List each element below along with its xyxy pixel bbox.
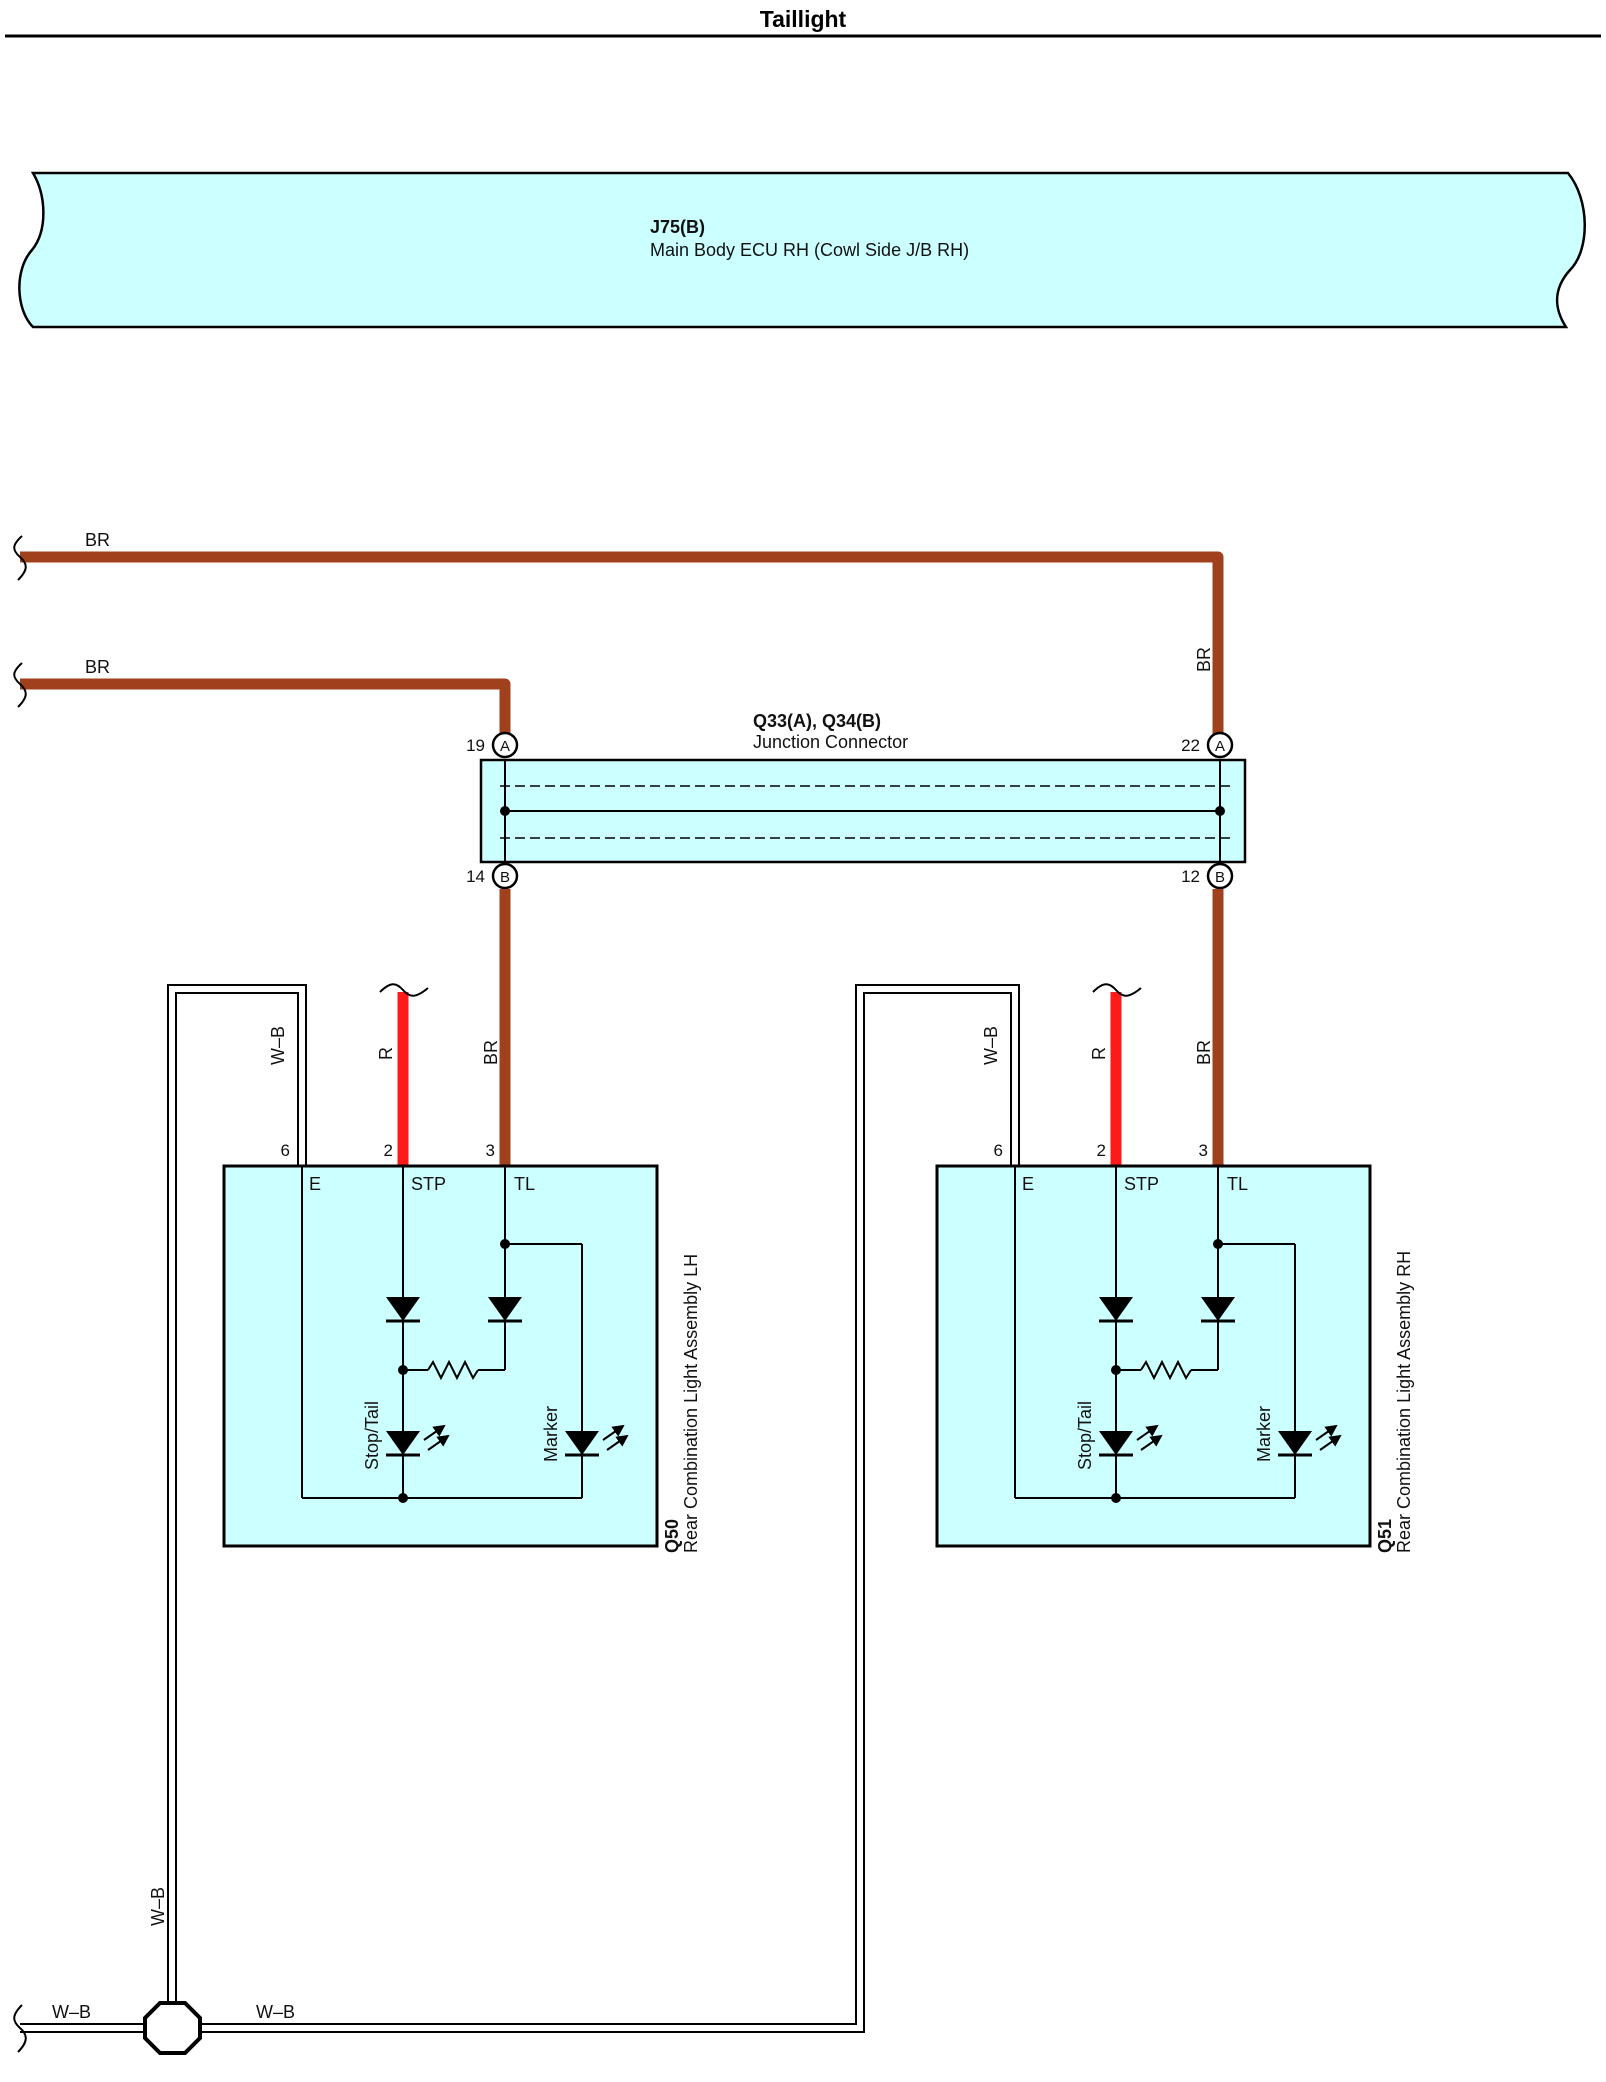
diode-icon (488, 1297, 522, 1323)
terminal-label-tl: TL (1227, 1174, 1248, 1194)
pin-number: 19 (466, 736, 485, 755)
ecu-code: J75(B) (650, 217, 705, 237)
wire-label-br: BR (1194, 1040, 1214, 1065)
junction-dot (398, 1493, 408, 1503)
junction-pin-14: B 14 (466, 862, 519, 890)
wire-break-icon (13, 2004, 27, 2053)
lamp-label-marker: Marker (541, 1406, 561, 1462)
pin-number: 2 (1097, 1141, 1106, 1160)
light-name: Rear Combination Light Assembly RH (1394, 1251, 1414, 1553)
lamp-label-marker: Marker (1254, 1406, 1274, 1462)
pin-number: 3 (1199, 1141, 1208, 1160)
light-assembly-box (222, 1164, 659, 1548)
marker-led-icon (565, 1424, 629, 1457)
lamp-label-stop-tail: Stop/Tail (362, 1401, 382, 1470)
connector-pin-icon (1206, 862, 1234, 890)
br-wire-to-lh[interactable]: BR (481, 889, 511, 1166)
pin-number: 3 (486, 1141, 495, 1160)
ecu-name: Main Body ECU RH (Cowl Side J/B RH) (650, 240, 969, 260)
junction-pin-19: A 19 (466, 731, 519, 759)
light-code: Q50 (662, 1519, 682, 1553)
light-assembly-box (935, 1164, 1372, 1548)
pin-number: 2 (384, 1141, 393, 1160)
pin-number: 22 (1181, 736, 1200, 755)
br-wire-to-rh[interactable]: BR (1194, 889, 1224, 1166)
light-code: Q51 (1375, 1519, 1395, 1553)
wb-ground-wire[interactable]: W–B W–B W–B W–B W–B (13, 984, 1020, 2055)
ecu-box[interactable]: J75(B) Main Body ECU RH (Cowl Side J/B R… (18, 171, 1586, 329)
wire-label-r: R (376, 1047, 396, 1060)
wire-label-wb: W–B (148, 1887, 168, 1926)
pin-number: 12 (1181, 867, 1200, 886)
stop-tail-led-icon (1099, 1424, 1163, 1457)
r-wire-lh[interactable]: R (376, 983, 429, 1166)
junction-dot (398, 1365, 408, 1375)
pin-number: 14 (466, 867, 485, 886)
light-name: Rear Combination Light Assembly LH (681, 1254, 701, 1553)
br-wire-lower-path (20, 678, 511, 744)
wb-wire-fill (20, 986, 1018, 2031)
lamp-label-stop-tail: Stop/Tail (1075, 1401, 1095, 1470)
junction-dot (500, 806, 510, 816)
diode-icon (1201, 1297, 1235, 1323)
junction-dot (1213, 1239, 1223, 1249)
junction-pin-22: A 22 (1181, 731, 1234, 759)
junction-name: Junction Connector (753, 732, 908, 752)
pin-number: 6 (281, 1141, 290, 1160)
terminal-label-stp: STP (411, 1174, 446, 1194)
pin-connector-letter: B (500, 869, 510, 886)
junction-dot (500, 1239, 510, 1249)
br-wire-lower[interactable]: BR (13, 657, 511, 744)
light-assembly-rh[interactable]: 6 2 3 E STP TL (935, 1141, 1414, 1553)
marker-led-icon (1278, 1424, 1342, 1457)
diode-icon (1099, 1297, 1133, 1323)
lh-internal-circuit (301, 1166, 583, 1499)
junction-code: Q33(A), Q34(B) (753, 711, 881, 731)
wire-label-r: R (1089, 1047, 1109, 1060)
wire-label-br: BR (1194, 647, 1214, 672)
page-title: Taillight (760, 6, 847, 32)
connector-pin-icon (491, 862, 519, 890)
junction-dot (1111, 1365, 1121, 1375)
connector-pin-icon (1206, 731, 1234, 759)
br-wire-upper-path (20, 551, 1224, 744)
wire-label-wb: W–B (256, 2002, 295, 2022)
terminal-label-tl: TL (514, 1174, 535, 1194)
terminal-label-e: E (1022, 1174, 1034, 1194)
wire-label-br: BR (481, 1040, 501, 1065)
wire-label-br: BR (85, 657, 110, 677)
wire-break-icon (379, 983, 429, 997)
wire-break-icon (1092, 983, 1142, 997)
title-block: Taillight (5, 6, 1601, 38)
wire-label-wb: W–B (981, 1026, 1001, 1065)
wire-label-br: BR (85, 530, 110, 550)
pin-connector-letter: B (1215, 869, 1225, 886)
stop-tail-led-icon (386, 1424, 450, 1457)
pin-connector-letter: A (500, 738, 510, 755)
ecu-box-outline (18, 171, 1586, 329)
junction-connector[interactable]: Q33(A), Q34(B) Junction Connector A 19 A… (466, 711, 1247, 890)
br-wire-upper[interactable]: BR BR (13, 530, 1224, 744)
light-assembly-lh[interactable]: 6 2 3 E STP TL (222, 1141, 701, 1553)
junction-dot (1215, 806, 1225, 816)
terminal-label-stp: STP (1124, 1174, 1159, 1194)
wire-break-icon (13, 535, 27, 581)
pin-number: 6 (994, 1141, 1003, 1160)
pin-connector-letter: A (1215, 738, 1225, 755)
terminal-label-e: E (309, 1174, 321, 1194)
r-wire-rh[interactable]: R (1089, 983, 1142, 1166)
junction-dot (1111, 1493, 1121, 1503)
wire-label-wb: W–B (52, 2002, 91, 2022)
splice-point-icon (143, 2001, 202, 2055)
connector-pin-icon (491, 731, 519, 759)
wire-label-wb: W–B (268, 1026, 288, 1065)
wire-break-icon (13, 662, 27, 708)
junction-pin-12: B 12 (1181, 862, 1234, 890)
diode-icon (386, 1297, 420, 1323)
